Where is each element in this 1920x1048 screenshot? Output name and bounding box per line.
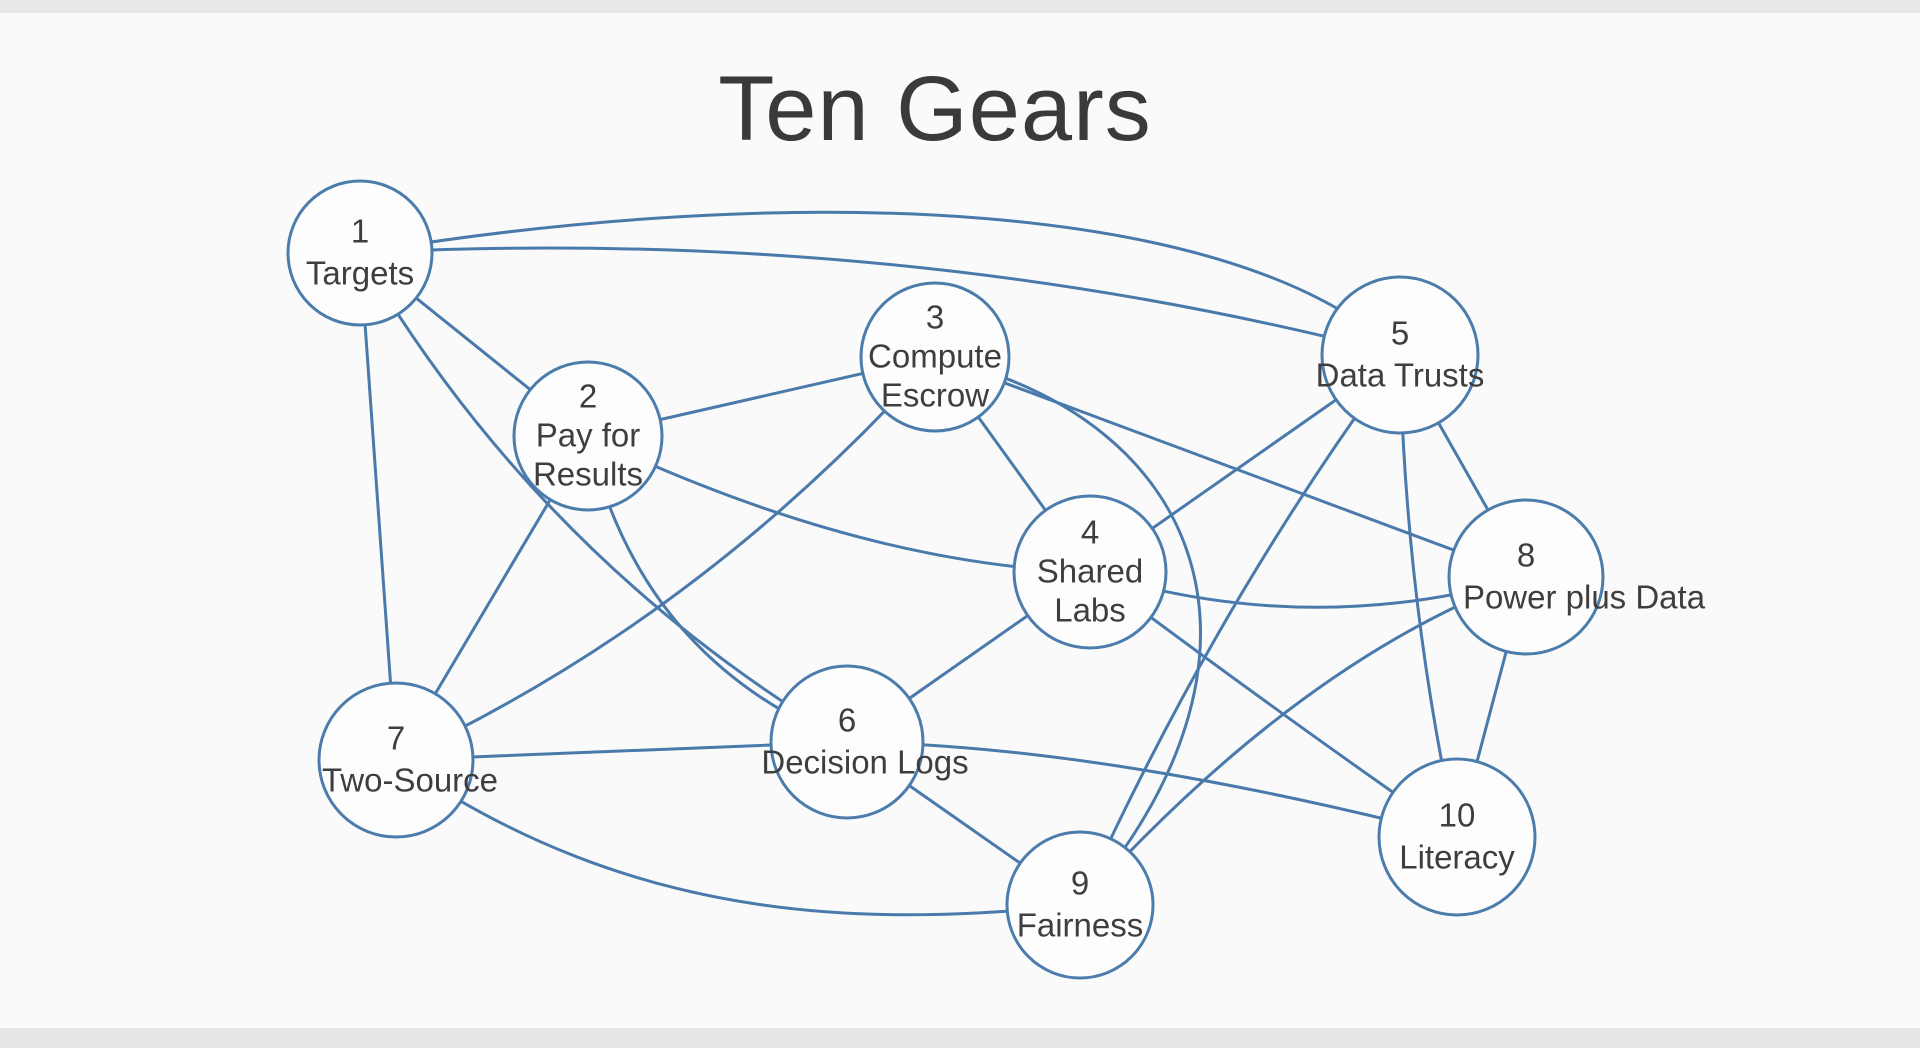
node-1-label-line-1: 1	[351, 213, 369, 250]
node-3-circle	[859, 281, 1011, 433]
node-1-circle	[286, 179, 434, 327]
node-4-label-line-3: Labs	[1054, 592, 1126, 629]
node-2-label-line-2: Pay for	[536, 417, 641, 454]
top-gray-band	[0, 0, 1920, 13]
node-4-label-line-1: 4	[1081, 514, 1099, 551]
node-3-label-line-3: Escrow	[881, 377, 989, 414]
edge-1-6	[358, 251, 849, 744]
edge-3-7	[394, 355, 937, 762]
node-2-label-line-3: Results	[533, 456, 643, 493]
diagram-title: Ten Gears	[718, 58, 1151, 160]
node-7-circle	[317, 681, 475, 839]
node-6-circle	[769, 664, 925, 820]
node-3-label-line-2: Compute	[868, 338, 1002, 375]
node-7-label-line-2: Two-Source	[322, 762, 498, 799]
node-1-label-line-2: Targets	[306, 255, 414, 292]
node-5-circle	[1320, 275, 1480, 435]
edge-5-9	[1078, 353, 1402, 907]
edge-3-9	[933, 355, 1202, 907]
edge-3-8	[933, 355, 1528, 579]
node-9-label-line-1: 9	[1071, 865, 1089, 902]
node-8-circle	[1447, 498, 1605, 656]
node-2-label-line-1: 2	[579, 378, 597, 415]
edge-1-7	[358, 251, 398, 762]
node-9-circle	[1005, 830, 1155, 980]
node-2-circle	[512, 360, 664, 512]
node-5-label-line-1: 5	[1391, 315, 1409, 352]
node-4-label-line-2: Shared	[1037, 553, 1143, 590]
node-10-label-line-1: 10	[1439, 797, 1476, 834]
edge-7-9	[394, 758, 1082, 917]
node-9-label-line-2: Fairness	[1017, 907, 1144, 944]
nodes-layer	[286, 179, 1605, 980]
node-5-label-line-2: Data Trusts	[1316, 357, 1485, 394]
node-7-label-line-1: 7	[387, 720, 405, 757]
node-3-label-line-1: 3	[926, 299, 944, 336]
node-10-label-line-2: Literacy	[1399, 839, 1515, 876]
node-6-label-line-1: 6	[838, 702, 856, 739]
node-8-label-line-1: 8	[1517, 537, 1535, 574]
node-4-circle	[1012, 494, 1168, 650]
edge-1-5-curved-2	[358, 210, 1402, 357]
bottom-gray-band	[0, 1028, 1920, 1048]
node-10-circle	[1377, 757, 1537, 917]
node-6-label-line-2: Decision Logs	[761, 744, 968, 781]
node-8-label-line-2: Power plus Data	[1463, 579, 1706, 616]
edge-1-5	[358, 246, 1402, 357]
